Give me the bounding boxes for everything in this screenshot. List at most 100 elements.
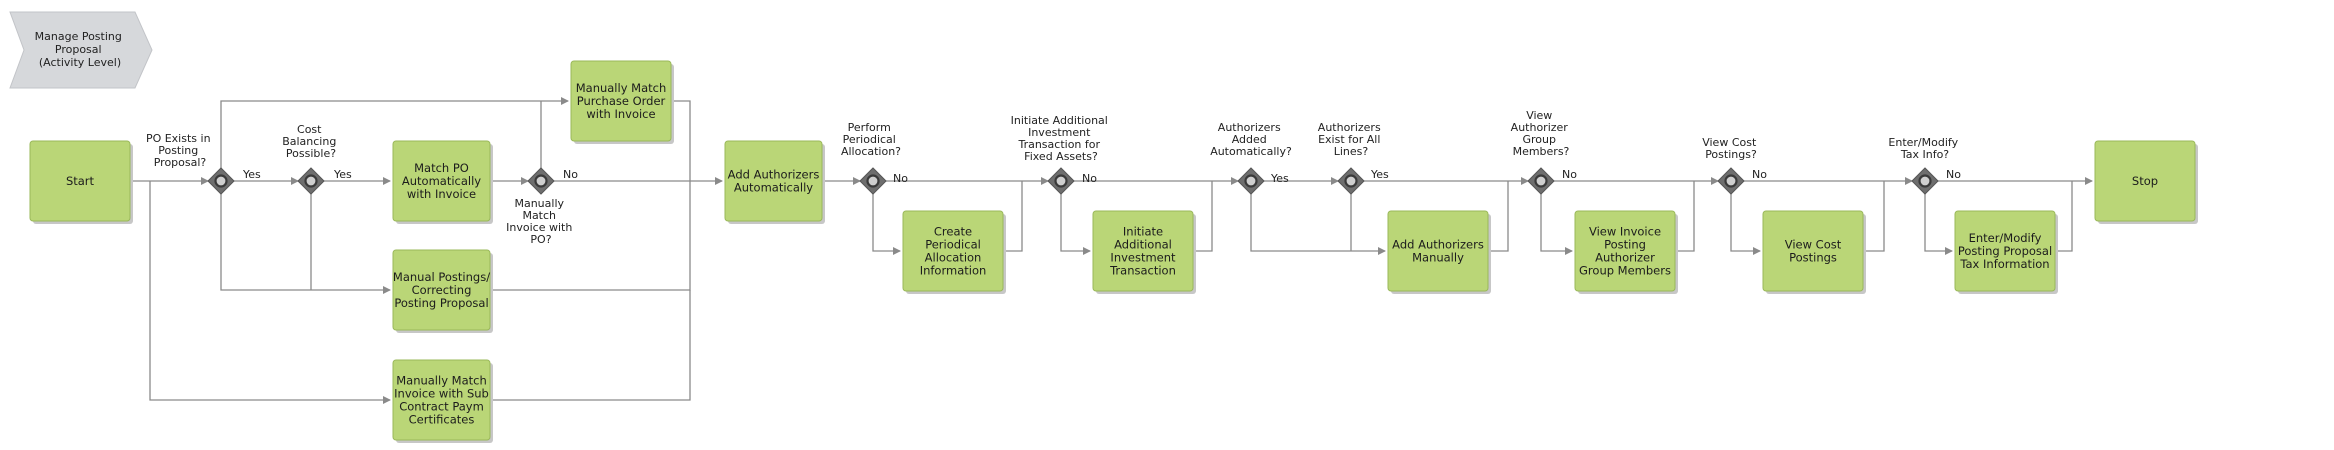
- activity-label-line: View Invoice: [1589, 225, 1661, 239]
- edge-initiate-investment-back: [1193, 181, 1213, 252]
- activity-box[interactable]: [392, 140, 491, 222]
- activity-box[interactable]: [1092, 210, 1194, 292]
- activity-label: Start: [66, 174, 95, 188]
- edge-start-manual-match-sub: [149, 181, 391, 404]
- activity-label-line: Information: [920, 264, 987, 278]
- edge-view-cost-down: [1730, 194, 1761, 255]
- gateway-investment[interactable]: [1047, 167, 1075, 195]
- activity-label-line: Initiate: [1123, 225, 1163, 239]
- connectors: [130, 97, 2093, 404]
- edge-view-invoice-back: [1675, 181, 1695, 252]
- edge-create-periodical-back: [1003, 181, 1023, 252]
- activity-label-line: Add Authorizers: [728, 168, 820, 182]
- edge-label-no: No: [893, 172, 908, 185]
- gateway-auth-exist[interactable]: [1337, 167, 1365, 195]
- title-chevron: Manage Posting Proposal (Activity Level): [9, 11, 153, 89]
- activity-label-line: Postings: [1789, 251, 1837, 265]
- activity-label-line: Transaction: [1109, 264, 1176, 278]
- activity-label-line: Posting Proposal: [394, 296, 488, 310]
- gateway-marker: [1344, 174, 1358, 188]
- gateway-label-view-cost: View Cost Postings?: [1702, 136, 1760, 161]
- activity-label: Stop: [2132, 174, 2158, 188]
- gateway-label-cost-balancing: Cost Balancing Possible?: [282, 123, 340, 160]
- activity-label-line: Tax Information: [1959, 257, 2049, 271]
- edge-add-auth-manual-back: [1488, 181, 1509, 252]
- activity-label-line: View Cost: [1785, 238, 1842, 252]
- edge-investment-down: [1060, 194, 1091, 255]
- activity-label-line: Add Authorizers: [1392, 238, 1484, 252]
- activity-box[interactable]: [29, 140, 131, 222]
- activity-box[interactable]: [1762, 210, 1864, 292]
- activity-label-line: Manual Postings/: [393, 270, 490, 284]
- gateway-label-tax-info: Enter/Modify Tax Info?: [1888, 136, 1961, 161]
- activity-label-line: Create: [934, 225, 972, 239]
- gateway-label-po-exists: PO Exists in Posting Proposal?: [146, 132, 214, 169]
- activity-box[interactable]: [902, 210, 1004, 292]
- activity-label-line: Additional: [1114, 238, 1172, 252]
- activity-label-line: Correcting: [412, 283, 472, 297]
- activity-label-line: with Invoice: [586, 107, 655, 121]
- activity-label-line: Certificates: [409, 413, 475, 427]
- gateway-periodical[interactable]: [859, 167, 887, 195]
- activity-label-line: with Invoice: [407, 187, 476, 201]
- gateway-marker: [1724, 174, 1738, 188]
- gateway-marker: [1244, 174, 1258, 188]
- gateway-view-cost-q[interactable]: [1717, 167, 1745, 195]
- activity-label-line: Manually Match: [396, 374, 487, 388]
- activity-box[interactable]: [392, 249, 491, 331]
- activity-box[interactable]: [392, 359, 491, 441]
- activity-start[interactable]: Start: [29, 140, 133, 224]
- gateway-label-view-group: View Authorizer Group Members?: [1511, 109, 1572, 158]
- edge-label-no: No: [1752, 168, 1767, 181]
- gateway-view-group[interactable]: [1527, 167, 1555, 195]
- activity-label-line: Manually: [1412, 251, 1464, 265]
- activity-label-line: Manually Match: [576, 81, 667, 95]
- activity-label-line: Match PO: [414, 161, 469, 175]
- gateway-manually-match[interactable]: [527, 167, 555, 195]
- edge-label-yes: Yes: [1370, 168, 1389, 181]
- activity-label-line: Automatically: [734, 181, 813, 195]
- edge-label-yes: Yes: [1270, 172, 1289, 185]
- gateway-marker: [866, 174, 880, 188]
- edge-periodical-down: [872, 194, 901, 255]
- gateway-po-exists[interactable]: [207, 167, 235, 195]
- edge-labels: Yes Yes No No No Yes Yes No No No: [242, 168, 1961, 185]
- activity-label-line: Group Members: [1579, 264, 1671, 278]
- activity-label-line: Enter/Modify: [1969, 231, 2042, 245]
- activity-label-line: Periodical: [925, 238, 981, 252]
- activity-box[interactable]: [570, 60, 672, 142]
- activity-box[interactable]: [1387, 210, 1489, 292]
- activity-box[interactable]: [724, 140, 823, 222]
- gateway-tax-info[interactable]: [1911, 167, 1939, 195]
- activity-box[interactable]: [2094, 140, 2196, 222]
- activity-box[interactable]: [1954, 210, 2056, 292]
- gateway-cost-balancing[interactable]: [297, 167, 325, 195]
- gateway-auth-added[interactable]: [1237, 167, 1265, 195]
- activity-stop[interactable]: Stop: [2094, 140, 2198, 224]
- activity-box[interactable]: [1574, 210, 1676, 292]
- gateways: [207, 167, 1939, 195]
- activity-label-line: Contract Paym: [399, 400, 484, 414]
- gateway-marker: [304, 174, 318, 188]
- activity-label-line: Invoice with Sub: [394, 387, 489, 401]
- gateway-label-auth-added: Authorizers Added Automatically?: [1210, 121, 1292, 158]
- edge-label-no: No: [1946, 168, 1961, 181]
- gateway-marker: [214, 174, 228, 188]
